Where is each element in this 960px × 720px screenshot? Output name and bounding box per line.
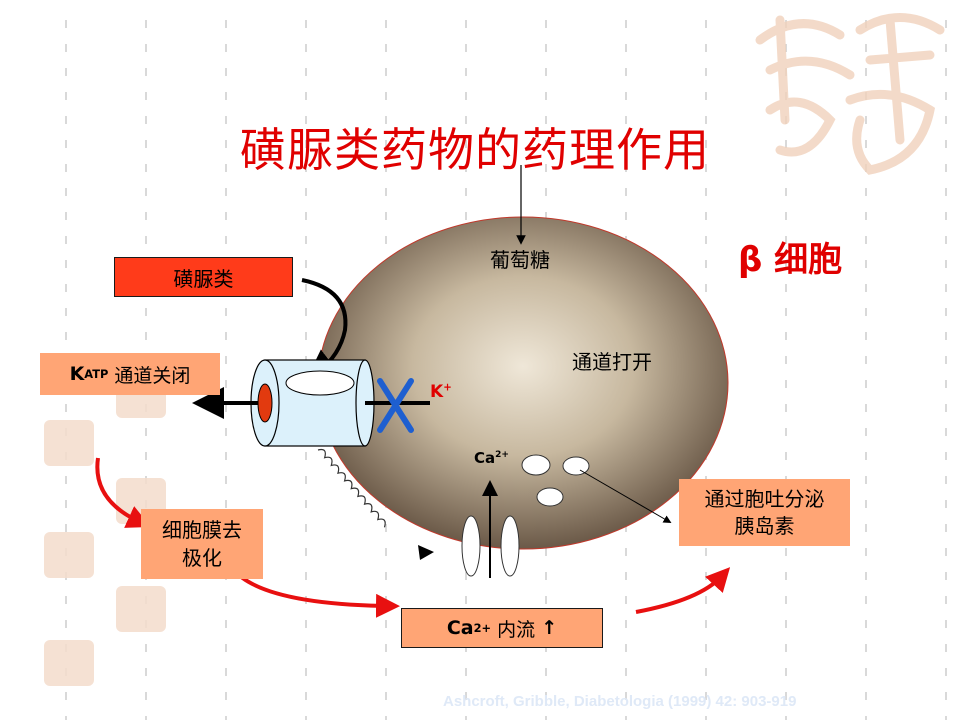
exocytosis-box: 通过胞吐分泌胰岛素 xyxy=(679,479,850,546)
membrane-coil xyxy=(317,448,386,528)
slide-title: 磺脲类药物的药理作用 xyxy=(240,123,710,177)
insulin-vesicle xyxy=(521,454,551,476)
katp-channel xyxy=(250,359,430,447)
citation: Ashcroft, Gribble, Diabetologia (1999) 4… xyxy=(443,693,797,710)
depolarization-box: 细胞膜去极化 xyxy=(141,509,263,579)
glucose-label: 葡萄糖 xyxy=(490,248,550,272)
decorative-logo-top-right xyxy=(755,13,945,175)
up-arrow-icon: ↑ xyxy=(541,617,558,639)
red-arrow-katp-to-depolarization xyxy=(95,457,151,528)
decorative-seal xyxy=(44,532,94,578)
insulin-vesicle xyxy=(562,456,590,476)
insulin-vesicle xyxy=(536,487,564,507)
ca-channel-left xyxy=(461,515,481,577)
calcium-ion-label: Ca2+ xyxy=(474,449,509,467)
sulfonylurea-box: 磺脲类 xyxy=(114,257,293,297)
red-arrow-ca-to-exocytosis xyxy=(635,567,731,614)
vesicle-to-exocytosis-arrow xyxy=(579,469,672,524)
potassium-ion-label: K+ xyxy=(430,382,452,402)
ca-channel-right xyxy=(500,515,520,577)
channel-open-label: 通道打开 xyxy=(572,350,652,374)
decorative-seal xyxy=(44,420,94,466)
beta-cell-label: β 细胞 xyxy=(738,240,843,280)
decorative-seal xyxy=(44,640,94,686)
blue-x-block xyxy=(377,378,414,433)
coil-arrowhead xyxy=(418,545,434,560)
decorative-seal xyxy=(116,586,166,632)
